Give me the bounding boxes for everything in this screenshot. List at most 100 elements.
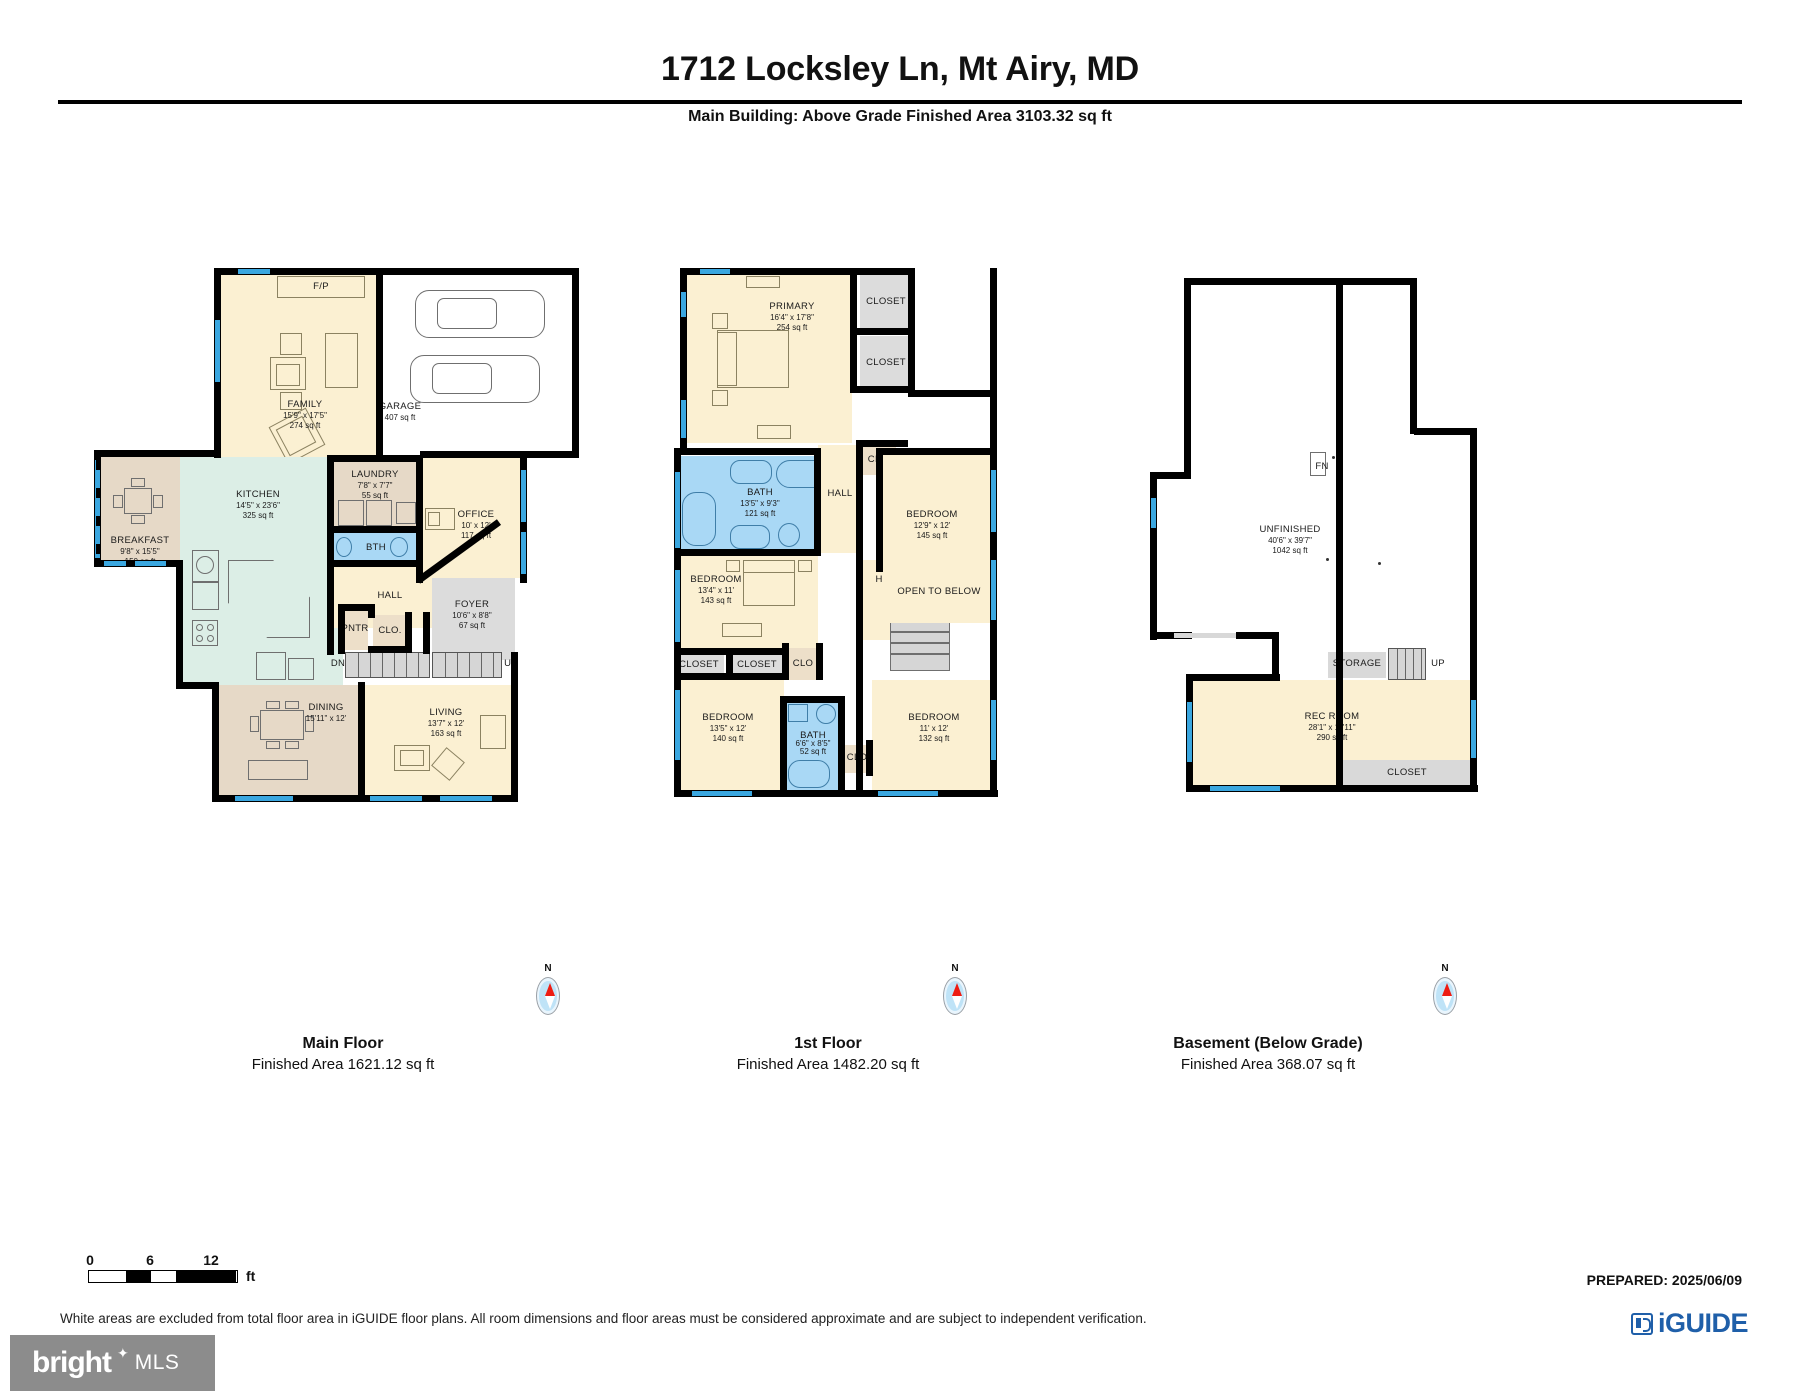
stair-tread (890, 642, 950, 644)
wall-segment (405, 612, 412, 652)
wall-segment (1186, 674, 1280, 681)
wall-segment (1184, 278, 1191, 478)
dining-chair (285, 741, 299, 749)
wall-segment (176, 682, 218, 689)
window (1151, 498, 1156, 528)
title-divider (58, 100, 1742, 104)
wall-segment (96, 488, 100, 498)
iguide-glyph-icon (1630, 1312, 1653, 1335)
compass-rose-basement: N (1425, 963, 1465, 1015)
dining-chair (266, 741, 280, 749)
scale-bar-graphic (88, 1270, 238, 1283)
wall-segment (814, 448, 821, 556)
washer (338, 500, 364, 526)
room-label-bth: BTH (366, 542, 386, 553)
furniture-rug (325, 333, 358, 388)
window (1471, 700, 1476, 758)
bed-headboard (743, 560, 795, 573)
room-label-open-to-below: OPEN TO BELOW (897, 586, 981, 597)
window (215, 320, 220, 382)
scale-bar: 0 6 12 ft (86, 1252, 255, 1284)
wall-segment (1236, 632, 1278, 639)
wall-segment (856, 268, 912, 275)
wall-segment (850, 332, 857, 390)
stairs-up-basement[interactable] (1388, 648, 1426, 680)
window (1210, 786, 1280, 791)
wall-segment (94, 450, 176, 457)
stair-tread (890, 653, 950, 655)
bathtub-soaking (682, 492, 716, 546)
room-laundry (332, 458, 417, 530)
window (878, 791, 938, 796)
dining-chair (305, 716, 314, 732)
wall-segment (680, 268, 856, 275)
wall-segment (420, 451, 578, 458)
room-breakfast (98, 453, 180, 565)
room-label-closet-lower-1: CLOSET (679, 659, 719, 670)
iguide-logo-text: iGUIDE (1657, 1308, 1749, 1338)
window (991, 470, 996, 532)
furniture-side-chair (280, 392, 302, 410)
room-family (217, 273, 392, 465)
wall-segment (990, 268, 997, 796)
wall-segment (176, 560, 183, 688)
kitchen-dishwasher (192, 582, 219, 610)
stairs-up-main[interactable] (432, 652, 502, 678)
window (675, 570, 680, 642)
vehicle-car-top-cabin (437, 298, 497, 329)
room-label-bedroom-right-upper: BEDROOM 12'9" x 12' 145 sq ft (906, 509, 958, 540)
kitchen-island (228, 560, 310, 638)
dining-chair (266, 701, 280, 709)
wall-segment (416, 455, 423, 583)
bath-sink (336, 537, 352, 557)
wall-segment (1186, 785, 1478, 792)
brightmls-secondary-text: MLS (134, 1351, 180, 1374)
room-label-hall-upper-1: HALL (827, 488, 853, 499)
room-dining (213, 685, 361, 800)
page-title: 1712 Locksley Ln, Mt Airy, MD (661, 50, 1139, 88)
wall-segment (1470, 430, 1477, 792)
floorplan-first-floor: PRIMARY 16'4" x 17'8" 254 sq ft CLOSET C… (660, 260, 1060, 1073)
wall-segment (782, 643, 789, 680)
room-hall-upper-1 (818, 445, 862, 553)
nightstand (712, 390, 728, 406)
window (521, 470, 526, 522)
laundry-sink (396, 502, 416, 524)
dining-buffet (248, 760, 308, 780)
room-label-closet-1: CLOSET (866, 296, 906, 307)
wall-segment (866, 740, 873, 776)
wall-segment (376, 268, 578, 275)
wall-segment (780, 696, 787, 794)
wall-segment (1272, 632, 1279, 680)
wall-segment (1410, 278, 1417, 434)
room-primary (684, 273, 852, 443)
dining-chair (250, 716, 259, 732)
wall-segment (96, 460, 100, 470)
wall-segment (358, 682, 365, 802)
room-label-unfinished: UNFINISHED 40'6" x 39'7" 1042 sq ft (1259, 524, 1321, 555)
window (1187, 702, 1192, 762)
wall-segment (96, 516, 100, 526)
room-label-family: FAMILY 15'9" x 17'5" 274 sq ft (283, 399, 327, 430)
wall-segment (327, 455, 422, 462)
floorplan-main-floor: F/P FAMILY 15'9" x 17'5" 274 sq ft GARAG… (80, 260, 579, 1073)
breakfast-table (124, 488, 152, 514)
disclaimer-text: White areas are excluded from total floo… (60, 1311, 1147, 1326)
room-label-living: LIVING 13'7" x 12' 163 sq ft (427, 707, 465, 738)
furniture-ottoman (280, 333, 302, 355)
room-label-bedroom-bottom-right: BEDROOM 11' x 12' 132 sq ft (908, 712, 960, 743)
furniture-sofa (270, 357, 306, 390)
wall-segment (214, 268, 396, 275)
building-area-subtitle: Main Building: Above Grade Finished Area… (688, 108, 1112, 125)
wall-segment (908, 390, 996, 397)
office-chair (428, 512, 440, 526)
stairs-down-main[interactable] (345, 652, 430, 678)
scale-tick-12: 12 (203, 1252, 219, 1268)
room-label-dining: DINING 15'11" x 12' (305, 702, 347, 723)
room-label-primary: PRIMARY 16'4" x 17'8" 254 sq ft (769, 301, 815, 332)
vehicle-car-bottom-cabin (432, 363, 492, 394)
bath-vanity-sink-top (730, 460, 772, 484)
wall-segment (838, 696, 845, 794)
wall-segment (856, 440, 908, 447)
compass-north-letter: N (951, 963, 959, 974)
